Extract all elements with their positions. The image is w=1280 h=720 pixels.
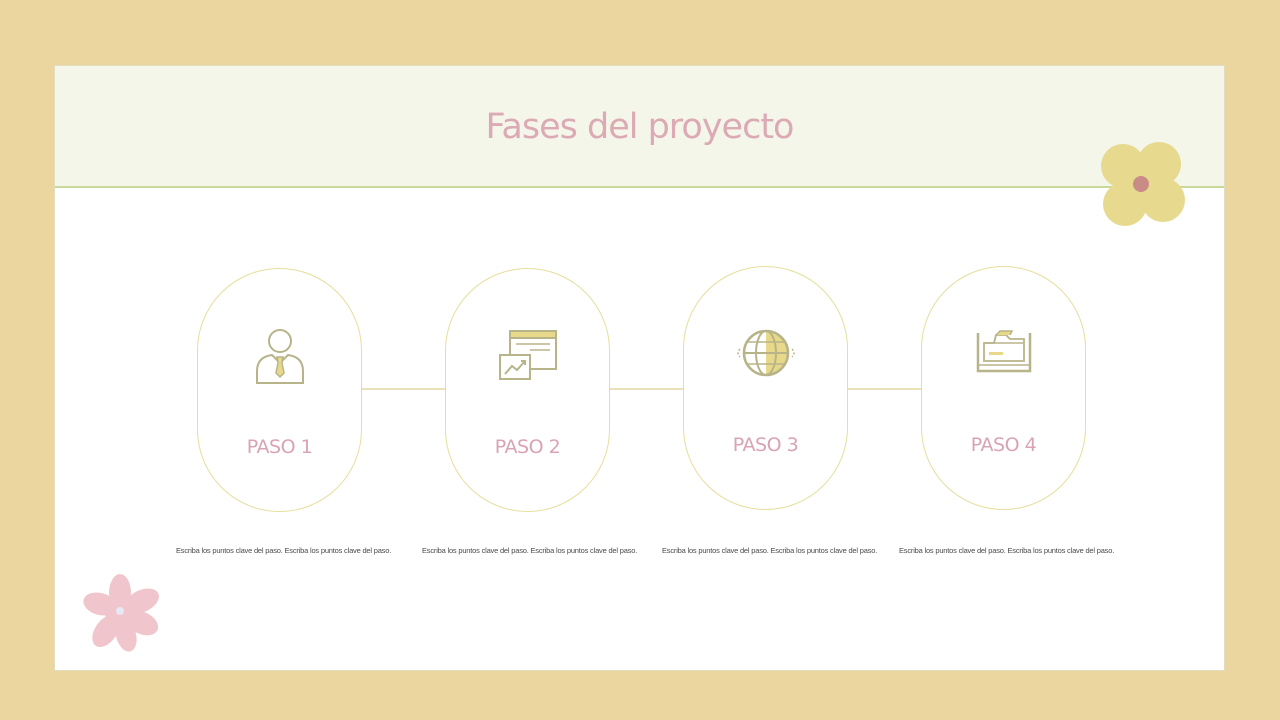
- connector-line: [361, 388, 446, 390]
- step-label: PASO 4: [970, 434, 1037, 456]
- step-label: PASO 2: [494, 436, 561, 458]
- connector-line: [847, 388, 922, 390]
- step-label: PASO 3: [732, 434, 799, 456]
- folder-tray-icon: [976, 330, 1031, 373]
- step-card-2: PASO 2: [445, 268, 610, 512]
- slide-title: Fases del proyecto: [485, 107, 795, 147]
- step-card-1: PASO 1: [197, 268, 362, 512]
- connector-line: [609, 388, 684, 390]
- globe-icon: [736, 329, 795, 377]
- step-description: Escriba los puntos clave del paso. Escri…: [662, 546, 878, 555]
- slide-header: Fases del proyecto: [55, 66, 1224, 188]
- step-description: Escriba los puntos clave del paso. Escri…: [422, 546, 638, 555]
- pink-flower-decoration: [83, 574, 159, 652]
- step-description: Escriba los puntos clave del paso. Escri…: [176, 546, 392, 555]
- businessman-icon: [255, 329, 304, 384]
- step-description: Escriba los puntos clave del paso. Escri…: [899, 546, 1115, 555]
- slide: Fases del proyecto PASO 1 PASO 2: [54, 65, 1225, 671]
- step-card-4: PASO 4: [921, 266, 1086, 510]
- step-card-3: PASO 3: [683, 266, 848, 510]
- growth-chart-window-icon: [498, 330, 557, 380]
- yellow-flower-decoration: [1101, 142, 1185, 226]
- step-label: PASO 1: [246, 436, 313, 458]
